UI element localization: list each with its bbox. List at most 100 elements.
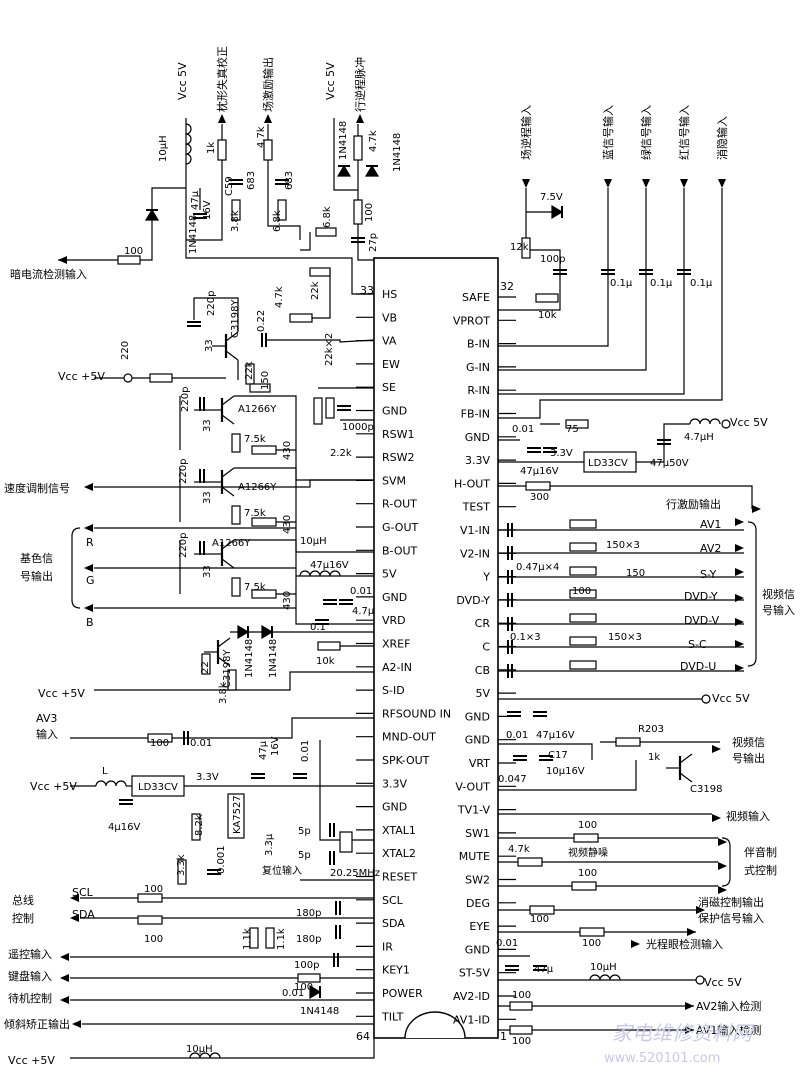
transistor-c3198-c [679, 753, 693, 764]
value-c-ld33cv-b: LD33CV [588, 458, 628, 469]
resistor-100-a [117, 255, 141, 265]
left-labels: 暗电流检测输入 Vcc +5V 速度调制信号 基色信 号输出 R G B Vcc… [4, 267, 105, 1067]
value-c-220: 220 [120, 341, 131, 360]
resistor-430-1 [251, 517, 277, 527]
transistor-a1266y-2-c [221, 539, 235, 550]
inductor-10uh-c [189, 1052, 221, 1059]
pin-number-33: 33 [360, 284, 374, 297]
resistor-100-f [297, 973, 321, 983]
value-c-100e: 100 [144, 934, 163, 945]
diode-1n4148-f [309, 984, 322, 1000]
value-c-3-3v-b: 3.3V [550, 448, 573, 459]
left-pin-18: RFSOUND IN [382, 707, 451, 720]
value-c-0-1: 0.1 [310, 622, 326, 633]
wire-out-2 [234, 539, 374, 625]
label-vcc5-2: Vcc 5V [712, 692, 750, 705]
value-c-1n4148b: 1N4148 [338, 121, 349, 160]
right-pin-22: TV1-V [457, 804, 491, 817]
right-pin-13: DVD-Y [456, 594, 490, 607]
resistor-100-m [509, 1025, 533, 1035]
transistor-c3198y-b-c [217, 637, 231, 648]
wire-green-in [498, 188, 647, 371]
right-pin-7: 3.3V [465, 454, 490, 467]
value-c-a1266y-c: A1266Y [212, 538, 251, 549]
label-red-in: 红信号输入 [677, 105, 691, 160]
label-dark-current: 暗电流检测输入 [10, 267, 87, 281]
right-pin-14: CR [475, 617, 491, 630]
value-c-33d: 33 [202, 565, 213, 578]
value-c-c3198: C3198 [690, 784, 722, 795]
right-pin-20: VRT [469, 757, 490, 770]
resistor-75 [565, 419, 589, 429]
value-c-100c: 100 [150, 738, 169, 749]
value-c-47u50v: 47μ50V [650, 458, 689, 469]
pin-number-1: 1 [500, 1030, 507, 1043]
left-pin-27: SDA [382, 917, 405, 930]
resistor-22kx2 [313, 397, 323, 425]
value-c-100m: 100 [512, 1036, 531, 1047]
value-c-5p-a: 5p [298, 826, 311, 837]
value-c-33a: 33 [204, 339, 215, 352]
brace-sound [721, 837, 731, 887]
value-c-100l: 100 [512, 990, 531, 1001]
transistor-a1266y-1-e [221, 486, 235, 497]
label-sc: S-C [688, 638, 707, 651]
value-c-12k: 12k [510, 242, 529, 253]
value-c-100b: 100 [364, 203, 375, 222]
resistor-100-j [529, 905, 555, 915]
right-pin-21: V-OUT [455, 780, 490, 793]
value-c-4u16v: 4μ16V [108, 822, 140, 833]
label-sound-1: 伴音制 [744, 845, 777, 859]
resistor-8-2k [191, 813, 201, 841]
value-c-4-7k-d: 4.7k [508, 844, 530, 855]
right-pin-9: TEST [462, 501, 491, 514]
value-c-150x3-b: 150×3 [608, 632, 642, 643]
value-c-0-01a: 0.01 [350, 586, 372, 597]
left-pin-24: XTAL2 [382, 847, 416, 860]
value-c-16v-b: 16V [270, 736, 281, 756]
resistor-3-3k [177, 859, 187, 885]
value-c-6-8k-b: 6.8k [322, 206, 333, 228]
resistor-1k [217, 139, 227, 161]
value-c-47u16v-b: 47μ16V [520, 466, 559, 477]
value-c-mute: 视频静噪 [568, 846, 608, 859]
label-video-out-2: 号输出 [732, 751, 765, 765]
inductor-4-7uh [689, 418, 721, 425]
value-c-16v: 16V [202, 200, 213, 220]
left-pin-11: B-OUT [382, 544, 418, 557]
value-c-7-5k-a: 7.5k [244, 434, 266, 445]
transistor-c3198y-a-e [225, 350, 239, 361]
left-pin-16: A2-IN [382, 661, 412, 674]
wire-vcc-top-a [185, 118, 374, 295]
right-pin-0: SAFE [462, 291, 490, 304]
resistor-100-h [573, 833, 599, 843]
left-pin-8: SVM [382, 474, 406, 487]
label-tilt: 倾斜矫正输出 [4, 1017, 70, 1031]
right-pin-31: AV1-ID [453, 1013, 490, 1026]
value-c-ka7527: KA7527 [232, 795, 243, 834]
right-pin-11: V2-IN [460, 547, 490, 560]
label-degauss: 消磁控制输出 [698, 895, 764, 909]
value-c-7-5k-b: 7.5k [244, 508, 266, 519]
label-vert-flyback: 场逆程输入 [519, 105, 533, 160]
value-c-27p: 27p [368, 233, 379, 252]
value-c-47u-c: 47μ [534, 964, 554, 975]
left-pin-17: S-ID [382, 684, 405, 697]
value-c-4-7u: 4.7μ [352, 606, 375, 617]
value-c-1-1k-a: 1.1k [242, 928, 253, 950]
label-vcc-5v-a: Vcc 5V [176, 62, 189, 100]
diode-1n4148-a [144, 208, 160, 221]
value-c-180p-b: 180p [296, 934, 321, 945]
value-c-180p-a: 180p [296, 908, 321, 919]
value-c-7-5k-c: 7.5k [244, 582, 266, 593]
left-pin-0: HS [382, 288, 397, 301]
left-pin-19: MND-OUT [382, 731, 436, 744]
resistor-100-k [579, 927, 605, 937]
right-pin-19: GND [465, 734, 490, 747]
label-vcc5-d: Vcc +5V [8, 1054, 55, 1067]
diode-1n4148-b [336, 164, 352, 177]
value-c-100k: 100 [582, 938, 601, 949]
label-scl: SCL [72, 886, 94, 899]
label-av1: AV1 [700, 518, 721, 531]
